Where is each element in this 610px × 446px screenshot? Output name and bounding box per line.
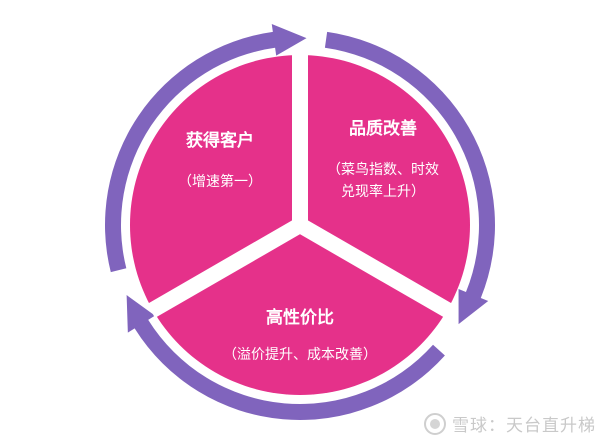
segment-title-2: 品质改善: [349, 118, 417, 139]
segment-dividers: [147, 53, 453, 318]
snowball-logo-icon: [424, 412, 446, 435]
segment-subtitle-2: （菜鸟指数、时效: [327, 162, 439, 178]
cycle-arrows: [104, 23, 495, 421]
segment-subtitle-1: （增速第一）: [178, 173, 262, 190]
watermark-text: 雪球：天台直升梯: [452, 416, 596, 436]
divider-2: [295, 218, 453, 318]
segment-title-1: 获得客户: [186, 130, 254, 151]
cycle-arrow-2: [324, 31, 495, 325]
watermark: 雪球：天台直升梯: [424, 411, 596, 436]
cycle-arrow-3: [126, 295, 445, 421]
segment-subtitle-2: 兑现率上升）: [341, 183, 425, 200]
divider-3: [147, 218, 304, 318]
cycle-arrow-1: [104, 23, 307, 273]
segment-subtitle-3: （溢价提升、成本改善）: [223, 347, 377, 363]
segment-title-3: 高性价比: [266, 307, 334, 328]
